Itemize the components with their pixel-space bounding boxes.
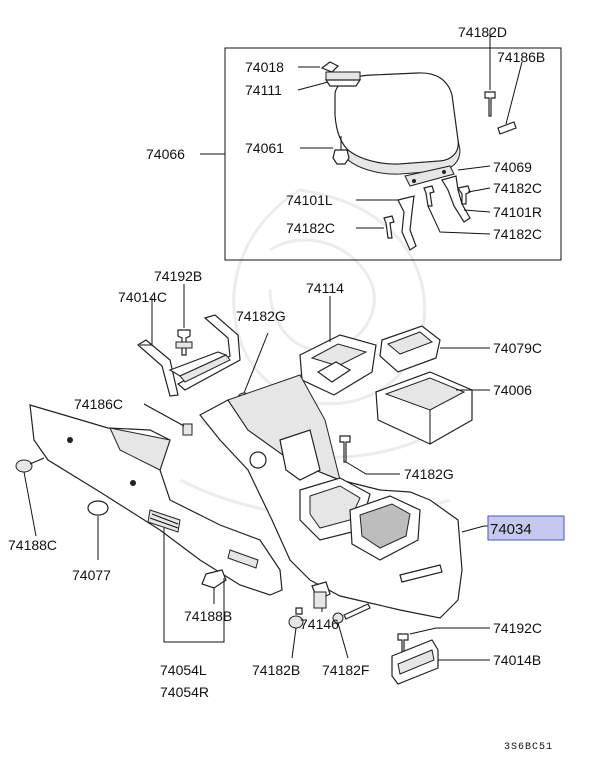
label-74014B: 74014B	[493, 652, 541, 668]
label-74054R: 74054R	[160, 684, 209, 700]
label-74182D-top: 74182D	[458, 24, 507, 40]
label-74006: 74006	[493, 382, 532, 398]
label-74182C-b: 74182C	[286, 220, 335, 236]
label-74186C: 74186C	[74, 396, 123, 412]
bolt-74192B	[175, 329, 193, 356]
label-74101L: 74101L	[286, 192, 333, 208]
label-74066: 74066	[146, 146, 185, 162]
label-74054L: 74054L	[160, 662, 207, 678]
cap-74077	[87, 500, 109, 516]
label-74182G-a: 74182G	[236, 308, 286, 324]
label-74192B: 74192B	[154, 268, 202, 284]
label-74192C: 74192C	[493, 620, 542, 636]
screw-74182F	[332, 603, 371, 624]
bracket-74014C	[136, 314, 241, 397]
clip-74188B	[201, 569, 227, 589]
label-74146: 74146	[300, 616, 339, 632]
label-74018: 74018	[245, 59, 284, 75]
label-74188C: 74188C	[8, 537, 57, 553]
drawing-code: 3S6BC51	[504, 742, 553, 753]
switch-74146	[311, 581, 331, 609]
box-74006	[375, 371, 473, 445]
side-panel-74054	[29, 404, 283, 596]
clip-74186B	[497, 61, 523, 135]
bulb-74182B	[288, 607, 304, 629]
pushpin-74188C	[15, 457, 45, 473]
screw-74182C-a	[457, 185, 471, 205]
tray-74079C	[379, 325, 441, 373]
screw-74182C-c	[423, 185, 435, 207]
label-74182C-a: 74182C	[493, 180, 542, 196]
label-74079C: 74079C	[493, 340, 542, 356]
label-74077: 74077	[72, 567, 111, 583]
screw-74182D	[484, 30, 496, 117]
hinge-74069	[404, 165, 455, 187]
label-74114: 74114	[306, 280, 344, 296]
label-74182G-b: 74182G	[404, 466, 454, 482]
cupholder-74114	[299, 334, 377, 396]
highlight-74034	[487, 515, 565, 541]
label-74061: 74061	[245, 140, 284, 156]
label-74069: 74069	[493, 159, 532, 175]
screw-74182C-b	[383, 215, 395, 239]
bracket-74101L	[397, 195, 417, 251]
clip-74186C	[182, 423, 193, 436]
label-74014C: 74014C	[118, 289, 167, 305]
label-74111: 74111	[245, 82, 282, 98]
label-74182B: 74182B	[252, 662, 300, 678]
bracket-74014B	[391, 639, 439, 685]
label-74188B: 74188B	[184, 608, 232, 624]
armrest-lid	[334, 72, 461, 175]
label-74182C-c: 74182C	[493, 226, 542, 242]
part-labels: 74182D 74186B 74018 74111 74066 74061 74…	[8, 24, 553, 753]
label-74182F: 74182F	[322, 662, 369, 678]
label-74101R: 74101R	[493, 204, 542, 220]
lid-clip	[320, 61, 362, 87]
leader-lines	[23, 66, 491, 661]
knob-74061	[332, 136, 350, 165]
label-74186B-top: 74186B	[497, 49, 545, 65]
label-74034: 74034	[490, 521, 532, 538]
console-body-74034	[199, 374, 463, 619]
bracket-74101R	[441, 175, 471, 223]
